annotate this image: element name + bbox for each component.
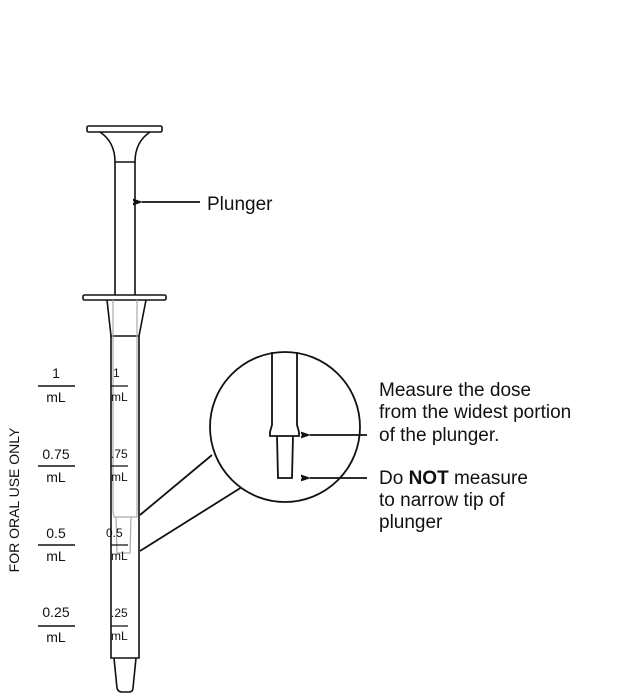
oral-use-label: FOR ORAL USE ONLY	[6, 427, 22, 572]
scale-unit: mL	[46, 629, 66, 645]
callout-tip-line2: to narrow tip of	[379, 490, 505, 511]
callout-tip-not: NOT	[409, 468, 450, 489]
plunger-flare	[99, 131, 151, 163]
scale-mark-0-5: 0.5 mL 0.5 mL	[38, 525, 128, 564]
scale-unit: mL	[46, 548, 66, 564]
plunger-inside-barrel	[112, 300, 138, 554]
barrel-unit: mL	[111, 629, 128, 643]
magnified-plunger-widest	[269, 352, 300, 437]
plunger-label: Plunger	[207, 194, 273, 215]
magnifier-circle	[209, 351, 361, 503]
callout-tip-line1: Do NOT measure	[379, 468, 528, 489]
callout-tip-post: measure	[449, 468, 528, 489]
barrel-finger-flange	[82, 294, 167, 301]
barrel-value: .75	[111, 447, 128, 461]
scale-value: 0.5	[46, 525, 66, 541]
plunger-rod	[114, 162, 136, 295]
scale-mark-0-75: 0.75 mL .75 mL	[38, 446, 128, 485]
barrel	[110, 336, 140, 659]
barrel-unit: mL	[111, 470, 128, 484]
scale-mark-1: 1 mL 1 mL	[38, 365, 128, 405]
callout-widest-line1: Measure the dose	[379, 380, 531, 401]
barrel-value: 0.5	[106, 526, 123, 540]
scale-value: 0.25	[42, 604, 69, 620]
magnifier-leader-line	[139, 454, 213, 516]
syringe-tip	[113, 657, 137, 693]
scale-labels: 1 mL 1 mL 0.75 mL .75 mL 0.5 mL 0.5 mL 0…	[38, 365, 128, 645]
scale-mark-0-25: 0.25 mL .25 mL	[38, 604, 128, 645]
plunger-thumb-flange	[86, 125, 163, 133]
scale-value: 1	[52, 365, 60, 381]
barrel-cone	[106, 299, 147, 337]
scale-unit: mL	[46, 469, 66, 485]
callout-widest-line2: from the widest portion	[379, 402, 571, 423]
barrel-unit: mL	[111, 549, 128, 563]
scale-value: 0.75	[42, 446, 69, 462]
magnifier-leader-line	[139, 486, 243, 552]
barrel-value: .25	[111, 606, 128, 620]
callout-tip-pre: Do	[379, 468, 409, 489]
magnified-plunger-tip	[276, 435, 294, 479]
callout-widest-line3: of the plunger.	[379, 425, 499, 446]
barrel-unit: mL	[111, 390, 128, 404]
callout-tip-line3: plunger	[379, 512, 443, 533]
scale-unit: mL	[46, 389, 66, 405]
barrel-value: 1	[113, 366, 120, 380]
